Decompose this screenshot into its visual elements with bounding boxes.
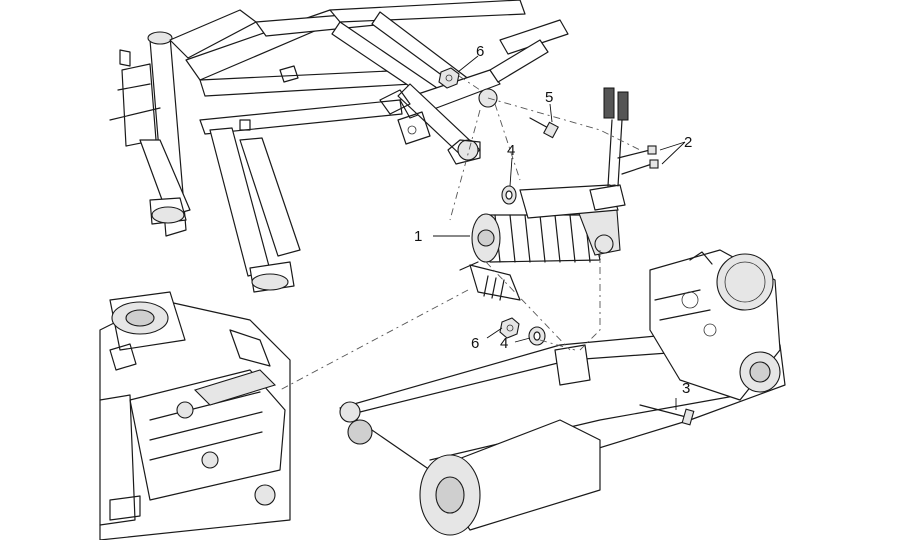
callout-5: 5 — [545, 89, 553, 106]
hardware-items — [438, 67, 659, 346]
callout-leaders — [433, 55, 686, 410]
nut-6-lower — [499, 317, 520, 339]
callout-6-upper: 6 — [476, 43, 484, 60]
callout-1: 1 — [414, 228, 422, 245]
nut-6-upper — [438, 67, 460, 89]
washer-4-upper — [501, 185, 517, 205]
swingarm-assembly — [339, 249, 786, 536]
screws-2 — [617, 145, 659, 175]
callout-4-upper: 4 — [507, 142, 515, 159]
callout-2: 2 — [684, 134, 692, 151]
assembly-lines — [279, 75, 641, 391]
callout-4-lower: 4 — [500, 335, 508, 352]
washer-4-lower — [528, 326, 546, 346]
bolt-5 — [529, 117, 559, 139]
shock-absorber — [459, 87, 629, 301]
callout-3: 3 — [682, 380, 690, 397]
engine-assembly — [99, 291, 291, 540]
callout-6-lower: 6 — [471, 335, 479, 352]
